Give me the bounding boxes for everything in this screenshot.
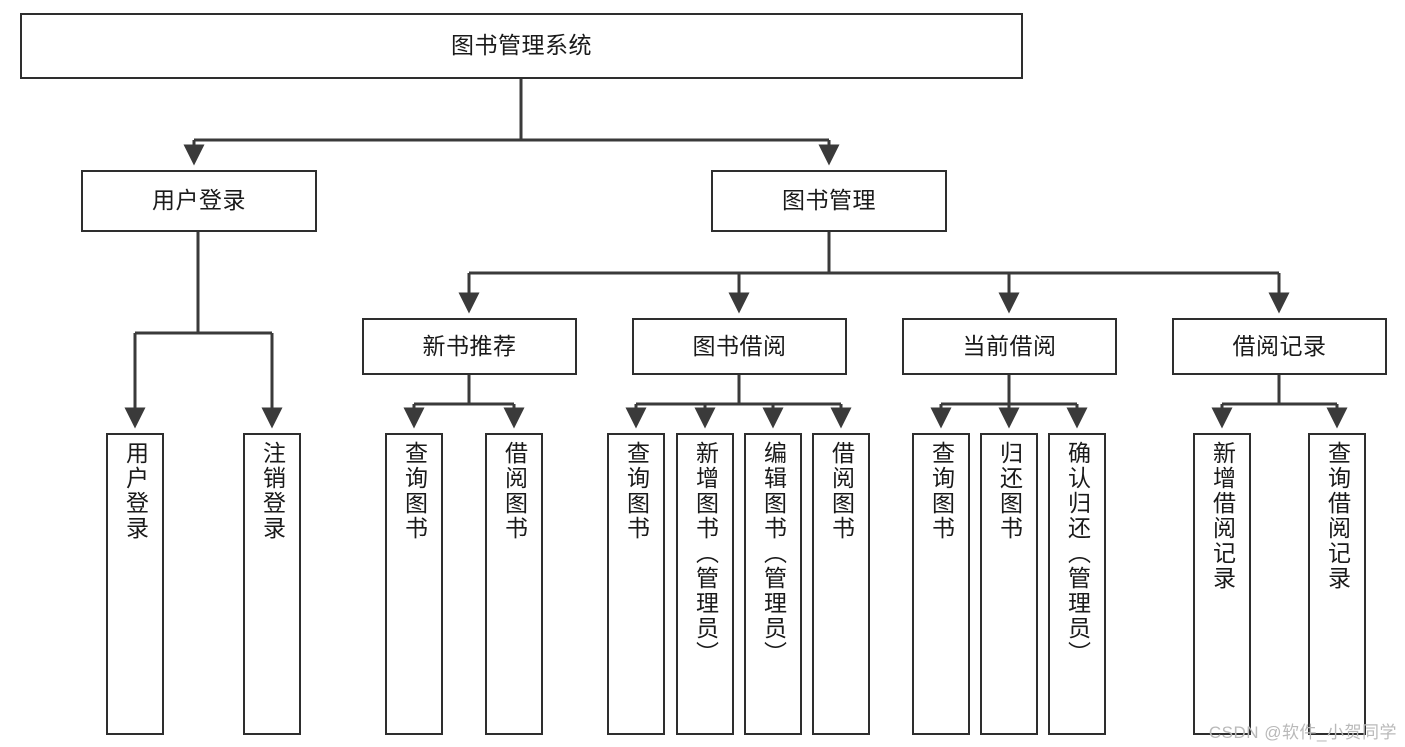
leaf-book-borrow-add[interactable]: 新增图书（管理员）	[676, 433, 734, 735]
leaf-borrow-record-add[interactable]: 新增借阅记录	[1193, 433, 1251, 735]
node-current-borrow[interactable]: 当前借阅	[902, 318, 1117, 375]
node-label: 用户登录	[152, 187, 246, 214]
leaf-new-book-borrow[interactable]: 借阅图书	[485, 433, 543, 735]
leaf-user-login-logout[interactable]: 注销登录	[243, 433, 301, 735]
node-borrow-record[interactable]: 借阅记录	[1172, 318, 1387, 375]
leaf-user-login-login[interactable]: 用户登录	[106, 433, 164, 735]
node-label: 编辑图书（管理员）	[760, 441, 787, 666]
node-label: 图书管理系统	[451, 32, 592, 59]
node-new-book-recommend[interactable]: 新书推荐	[362, 318, 577, 375]
node-label: 借阅记录	[1232, 332, 1327, 359]
leaf-book-borrow-borrow[interactable]: 借阅图书	[812, 433, 870, 735]
node-label: 查询图书	[401, 441, 428, 541]
watermark-text: CSDN @软件_小贺同学	[1208, 723, 1397, 742]
node-book-borrow[interactable]: 图书借阅	[632, 318, 847, 375]
node-label: 新增图书（管理员）	[692, 441, 719, 666]
node-label: 归还图书	[996, 441, 1023, 541]
node-label: 新增借阅记录	[1209, 441, 1236, 591]
node-label: 用户登录	[122, 441, 149, 541]
node-label: 图书借阅	[692, 332, 787, 359]
node-label: 注销登录	[259, 441, 286, 541]
node-label: 确认归还（管理员）	[1064, 441, 1091, 666]
node-label: 查询图书	[928, 441, 955, 541]
leaf-borrow-record-query[interactable]: 查询借阅记录	[1308, 433, 1366, 735]
leaf-current-borrow-return[interactable]: 归还图书	[980, 433, 1038, 735]
node-book-management[interactable]: 图书管理	[711, 170, 947, 232]
leaf-new-book-query[interactable]: 查询图书	[385, 433, 443, 735]
node-label: 新书推荐	[422, 332, 517, 359]
node-root-book-management-system[interactable]: 图书管理系统	[20, 13, 1023, 79]
node-user-login[interactable]: 用户登录	[81, 170, 317, 232]
node-label: 查询图书	[623, 441, 650, 541]
node-label: 图书管理	[782, 187, 876, 214]
leaf-book-borrow-query[interactable]: 查询图书	[607, 433, 665, 735]
node-label: 当前借阅	[962, 332, 1057, 359]
leaf-book-borrow-edit[interactable]: 编辑图书（管理员）	[744, 433, 802, 735]
node-label: 借阅图书	[828, 441, 855, 541]
leaf-current-borrow-query[interactable]: 查询图书	[912, 433, 970, 735]
leaf-current-borrow-confirm-return[interactable]: 确认归还（管理员）	[1048, 433, 1106, 735]
node-label: 查询借阅记录	[1324, 441, 1351, 591]
node-label: 借阅图书	[501, 441, 528, 541]
